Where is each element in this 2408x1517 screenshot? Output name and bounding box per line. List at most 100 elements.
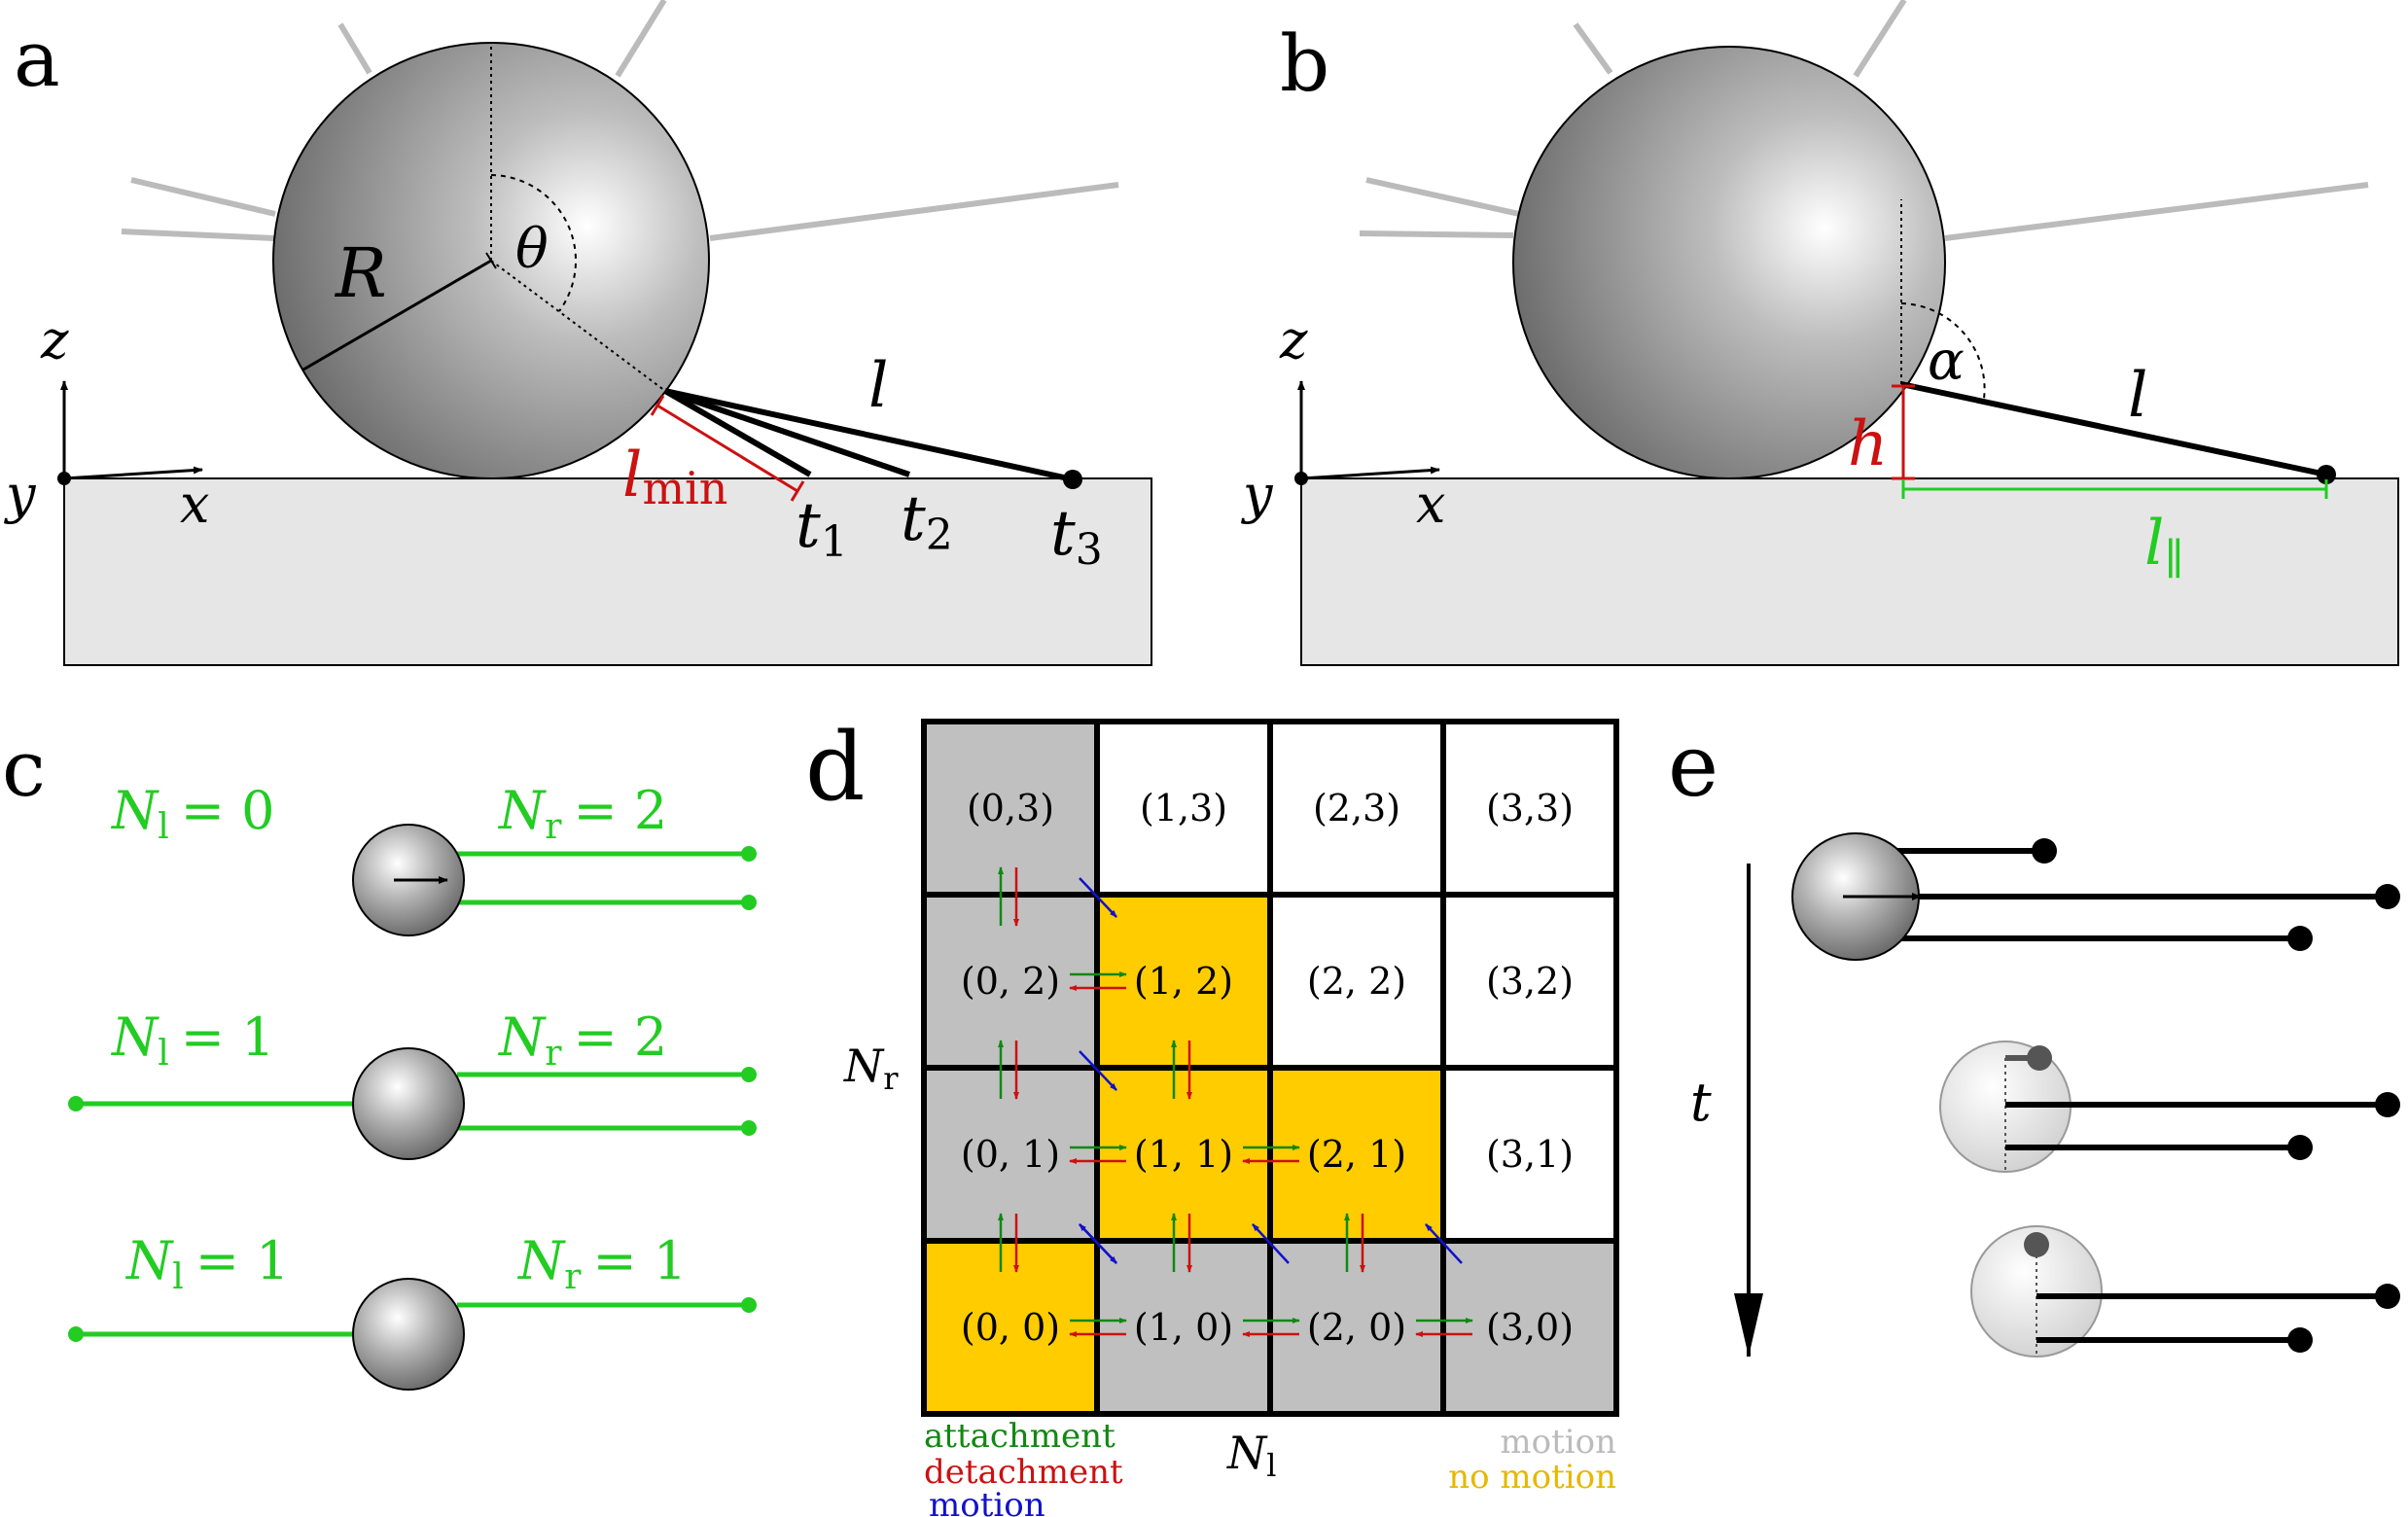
substrate bbox=[1300, 477, 2399, 666]
c-row2-sphere bbox=[352, 1047, 465, 1160]
panel-b-label: b bbox=[1280, 18, 1329, 109]
cell-label: (3,1) bbox=[1486, 1133, 1574, 1176]
gray-tethers bbox=[121, 0, 1119, 241]
label-y: y bbox=[1241, 464, 1274, 525]
panel-e: e t bbox=[1668, 716, 2400, 1358]
panel-c-label: c bbox=[2, 723, 46, 814]
label-lmin: lmin bbox=[622, 440, 727, 514]
cell-1-2 bbox=[1097, 895, 1270, 1068]
cell-label: (3,3) bbox=[1486, 787, 1574, 829]
gray-tethers bbox=[1359, 0, 2369, 241]
label-z: z bbox=[1279, 309, 1308, 370]
y-axis-dot bbox=[1294, 472, 1308, 485]
c-row1-left-label: Nl= 0 bbox=[110, 780, 275, 847]
cell-label: (1, 2) bbox=[1134, 960, 1233, 1003]
label-h: h bbox=[1848, 408, 1888, 480]
label-x: x bbox=[1416, 474, 1445, 535]
motion-transitions bbox=[1079, 877, 1463, 1264]
cell-label: (2, 2) bbox=[1307, 960, 1406, 1003]
cell-0-3 bbox=[924, 722, 1097, 895]
label-x: x bbox=[180, 474, 209, 535]
radius-line bbox=[302, 259, 492, 371]
cell-label: (1, 1) bbox=[1134, 1133, 1233, 1176]
legend-motion: motion bbox=[929, 1486, 1045, 1517]
y-axis-label: Nr bbox=[843, 1040, 899, 1097]
y-axis-dot bbox=[57, 472, 71, 485]
cell-1-3 bbox=[1097, 722, 1270, 895]
cell-label: (0, 1) bbox=[961, 1133, 1060, 1176]
label-l: l bbox=[2128, 360, 2147, 432]
legend-no-motion-cell: no motion bbox=[1448, 1458, 1616, 1497]
c-row3-left-label: Nl= 1 bbox=[124, 1230, 290, 1297]
label-t1: t1 bbox=[796, 490, 848, 567]
cell-3-1 bbox=[1443, 1068, 1616, 1241]
state-grid bbox=[921, 719, 1619, 1417]
time-label: t bbox=[1690, 1072, 1712, 1133]
cell-label: (2, 0) bbox=[1307, 1306, 1406, 1349]
tether-t3 bbox=[664, 388, 1074, 482]
anchor-point bbox=[2317, 465, 2336, 484]
cell-label: (0, 2) bbox=[961, 960, 1060, 1003]
panel-a-label: a bbox=[14, 14, 60, 104]
cell-labels: (0,3) (1,3) (2,3) (3,3) (0, 2) (1, 2) (2… bbox=[961, 787, 1574, 1349]
cell-2-0 bbox=[1270, 1241, 1443, 1414]
cell-2-2 bbox=[1270, 895, 1443, 1068]
label-l-parallel: l∥ bbox=[2144, 508, 2184, 584]
x-axis-label: Nl bbox=[1226, 1427, 1276, 1484]
cell-0-0 bbox=[924, 1241, 1097, 1414]
c-row3-sphere bbox=[352, 1278, 465, 1391]
cell-2-1 bbox=[1270, 1068, 1443, 1241]
legend-attachment: attachment bbox=[924, 1417, 1115, 1456]
x-axis-arrow bbox=[1300, 466, 1440, 480]
panel-d-label: d bbox=[805, 713, 865, 822]
contact-direction-line bbox=[490, 260, 666, 392]
legend-motion-cell: motion bbox=[1500, 1423, 1616, 1462]
cell-3-2 bbox=[1443, 895, 1616, 1068]
time-arrowhead bbox=[1734, 1293, 1763, 1357]
legend-detachment: detachment bbox=[924, 1453, 1123, 1492]
panel-a: a R θ l lmin t1 t2 bbox=[4, 0, 1152, 666]
cell-1-0 bbox=[1097, 1241, 1270, 1414]
panel-b: b α l h l∥ z y x bbox=[1241, 0, 2399, 666]
label-t2: t2 bbox=[901, 483, 953, 560]
vertical-transitions bbox=[998, 866, 1365, 1273]
cell-3-3 bbox=[1443, 722, 1616, 895]
cell-label: (2,3) bbox=[1313, 787, 1400, 829]
alpha-arc bbox=[1900, 302, 1986, 400]
tether-t2 bbox=[664, 388, 910, 477]
colloid-sphere bbox=[1512, 46, 1946, 479]
cell-3-0 bbox=[1443, 1241, 1616, 1414]
cell-label: (1, 0) bbox=[1134, 1306, 1233, 1349]
c-row2-left-label: Nl= 1 bbox=[110, 1006, 275, 1074]
cell-0-2 bbox=[924, 895, 1097, 1068]
panel-e-label: e bbox=[1668, 716, 1718, 816]
anchor-point bbox=[1063, 470, 1082, 489]
tether-t1 bbox=[663, 388, 812, 477]
label-l: l bbox=[868, 350, 888, 422]
label-R: R bbox=[334, 233, 387, 313]
panel-d: d bbox=[805, 713, 1619, 1517]
panel-c: c Nl= 0 Nr= 2 Nl= 1 Nr= 2 Nl= 1 Nr= 1 bbox=[2, 723, 757, 1391]
cell-label: (3,0) bbox=[1486, 1306, 1574, 1349]
lmin-bracket bbox=[656, 404, 798, 493]
c-row1-right-label: Nr= 2 bbox=[497, 780, 667, 847]
label-theta: θ bbox=[515, 218, 549, 281]
label-t3: t3 bbox=[1050, 498, 1103, 575]
c-row3-right-label: Nr= 1 bbox=[516, 1230, 687, 1297]
cell-2-3 bbox=[1270, 722, 1443, 895]
cell-label: (2, 1) bbox=[1307, 1133, 1406, 1176]
label-z: z bbox=[40, 309, 69, 370]
label-y: y bbox=[4, 464, 37, 525]
label-alpha: α bbox=[1928, 330, 1965, 393]
c-row2-right-label: Nr= 2 bbox=[497, 1006, 667, 1074]
cell-0-1 bbox=[924, 1068, 1097, 1241]
substrate bbox=[63, 477, 1152, 666]
cell-label: (3,2) bbox=[1486, 960, 1574, 1003]
cell-label: (0,3) bbox=[967, 787, 1054, 829]
cell-label: (0, 0) bbox=[961, 1306, 1060, 1349]
cell-1-1 bbox=[1097, 1068, 1270, 1241]
tether bbox=[1900, 381, 2327, 477]
cell-label: (1,3) bbox=[1140, 787, 1227, 829]
x-axis-arrow bbox=[63, 466, 203, 480]
